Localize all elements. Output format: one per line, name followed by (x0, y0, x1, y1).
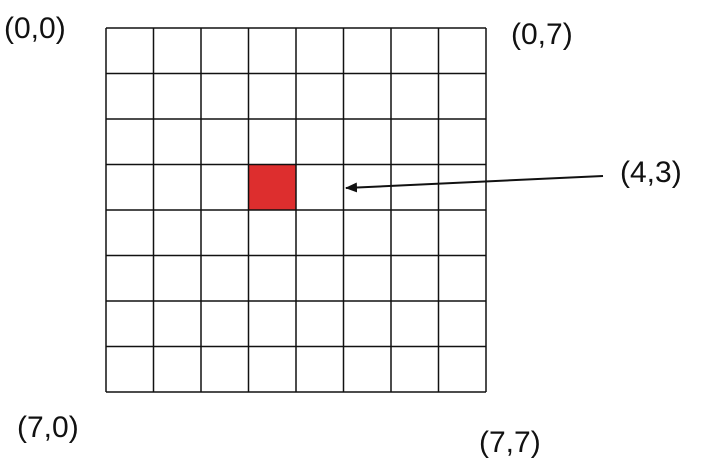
pointer-arrow (345, 175, 604, 193)
grid-cells (248, 164, 296, 210)
grid-lines (105, 27, 487, 393)
label-highlight: (4,3) (620, 156, 682, 189)
label-top-left: (0,0) (4, 12, 66, 45)
label-bottom-left: (7,0) (17, 411, 79, 444)
highlighted-cell (248, 164, 296, 210)
label-bottom-right: (7,7) (479, 426, 541, 459)
label-top-right: (0,7) (511, 18, 573, 51)
